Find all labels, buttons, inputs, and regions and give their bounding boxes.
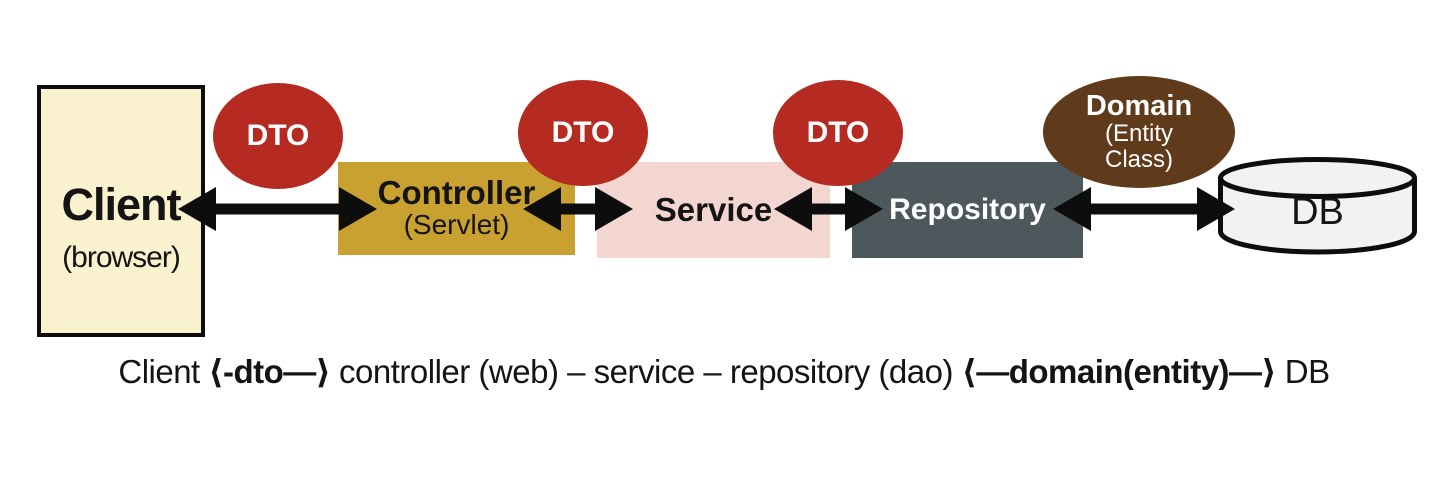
dto-label: DTO bbox=[551, 116, 615, 149]
repository-box: Repository bbox=[852, 162, 1083, 258]
dto-label: DTO bbox=[246, 119, 310, 152]
caption-segment-domain: ⟨—domain(entity)—⟩ bbox=[961, 353, 1277, 390]
db-cylinder: DB bbox=[1218, 157, 1417, 255]
domain-oval: Domain (Entity Class) bbox=[1043, 76, 1235, 188]
domain-label: Domain bbox=[1085, 89, 1193, 122]
dto-oval-3: DTO bbox=[773, 80, 903, 186]
controller-sublabel: (Servlet) bbox=[403, 209, 510, 241]
caption: Client ⟨-dto—⟩ controller (web) – servic… bbox=[0, 352, 1448, 391]
dto-oval-1: DTO bbox=[213, 83, 343, 189]
db-label: DB bbox=[1291, 191, 1344, 233]
client-sublabel: (browser) bbox=[62, 240, 181, 274]
dto-oval-2: DTO bbox=[518, 80, 648, 186]
service-label: Service bbox=[654, 191, 773, 228]
dto-label: DTO bbox=[806, 116, 870, 149]
caption-segment: DB bbox=[1276, 353, 1330, 390]
domain-sublabel-line2: Class) bbox=[1104, 146, 1173, 174]
client-label: Client bbox=[61, 178, 181, 230]
repository-label: Repository bbox=[889, 193, 1046, 226]
service-box: Service bbox=[597, 162, 830, 258]
db-cylinder-icon bbox=[1218, 157, 1417, 255]
client-box: Client (browser) bbox=[37, 85, 205, 337]
caption-segment: Client bbox=[118, 353, 209, 390]
caption-segment: controller (web) – service – repository … bbox=[330, 353, 962, 390]
caption-segment-dto: ⟨-dto—⟩ bbox=[208, 353, 331, 390]
domain-sublabel-line1: (Entity bbox=[1104, 120, 1173, 148]
controller-box: Controller (Servlet) bbox=[338, 162, 575, 255]
controller-label: Controller bbox=[377, 173, 536, 211]
